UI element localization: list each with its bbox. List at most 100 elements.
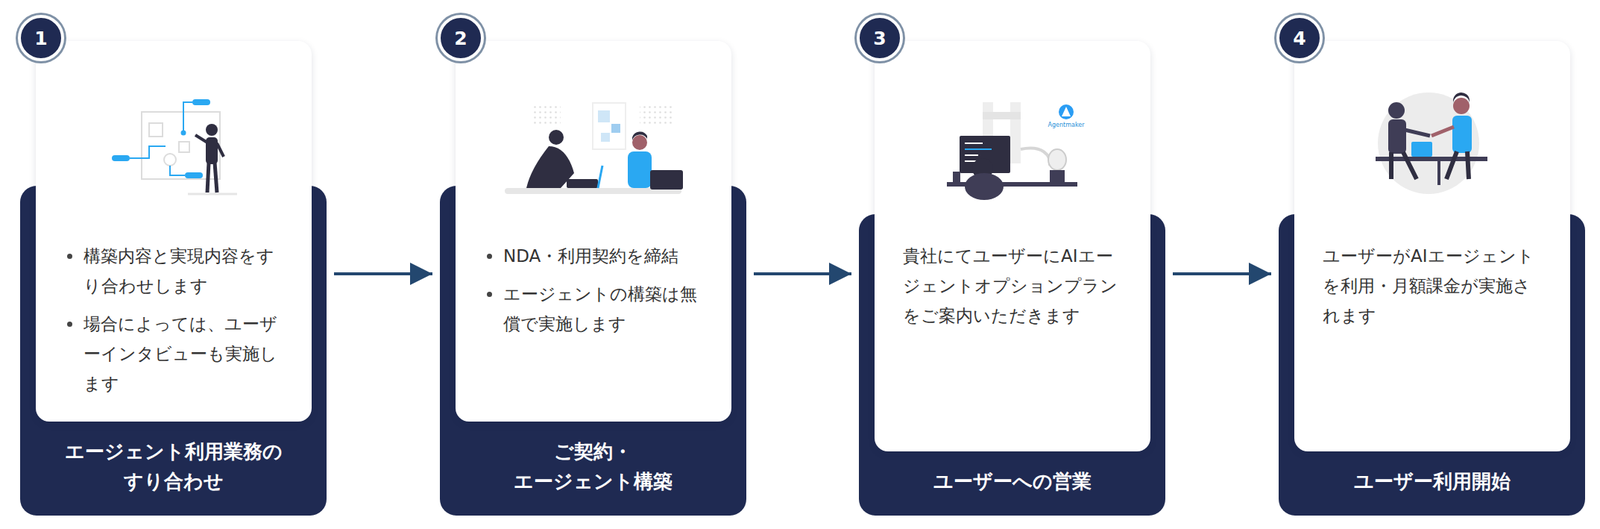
step-number: 1 xyxy=(34,29,47,48)
bullet-dot xyxy=(486,291,493,297)
sales-illustration-part xyxy=(1058,104,1074,120)
usage-illustration-part xyxy=(1446,151,1469,179)
usage-illustration-part xyxy=(1391,152,1417,179)
contract-illustration xyxy=(504,102,683,194)
card-body: 貴社にてユーザーにAIエージェントオプションプランをご案内いただきます xyxy=(874,240,1151,339)
card-text: エージェントの構築は無償で実施します xyxy=(503,284,698,334)
usage-illustration xyxy=(1375,92,1488,194)
bullet-dot xyxy=(67,321,73,327)
sales-illustration-part xyxy=(1049,169,1065,182)
sales-illustration-part xyxy=(964,148,992,150)
step-number-badge: 4 xyxy=(1276,14,1323,62)
step-panel: エージェント利用業務の すり合わせ 構築内容と実現内容をすり合わせします場合によっ… xyxy=(20,185,327,516)
step-panel: ユーザー利用開始ユーザーがAIエージェントを利用・月額課金が実施されます4 xyxy=(1278,213,1586,516)
sales-illustration-part xyxy=(972,158,994,179)
card-text: 場合によっては、ユーザーインタビューも実施します xyxy=(83,313,278,393)
contract-illustration-part xyxy=(548,129,564,145)
card-text: NDA・利用契約を締結 xyxy=(503,246,679,266)
step-number-badge: 2 xyxy=(437,14,484,62)
planning-illustration-part xyxy=(164,153,176,166)
step-title: ユーザー利用開始 xyxy=(1315,465,1548,496)
card-item: 場合によっては、ユーザーインタビューも実施します xyxy=(83,308,287,399)
planning-illustration-part xyxy=(207,162,209,193)
sales-illustration-part xyxy=(959,135,1011,173)
planning-illustration-part xyxy=(111,155,130,162)
sales-illustration-part xyxy=(982,111,1021,120)
sales-illustration-part xyxy=(964,172,1004,200)
planning-illustration-part xyxy=(149,123,163,137)
step-number: 2 xyxy=(454,29,467,48)
step-number-badge: 3 xyxy=(856,14,903,62)
planning-illustration-part xyxy=(192,99,211,106)
planning-illustration xyxy=(111,99,238,194)
planning-illustration-part xyxy=(169,165,185,176)
card-text: 貴社にてユーザーにAIエージェントオプションプランをご案内いただきます xyxy=(902,246,1118,326)
usage-illustration-part xyxy=(1404,129,1431,136)
planning-illustration-part xyxy=(141,111,220,179)
contract-illustration-part xyxy=(627,151,652,188)
step-number: 3 xyxy=(873,29,886,48)
planning-illustration-part xyxy=(184,172,203,179)
step-card: 貴社にてユーザーにAIエージェントオプションプランをご案内いただきます3 xyxy=(874,41,1151,452)
contract-illustration-part xyxy=(632,131,648,141)
planning-illustration-part xyxy=(205,123,218,136)
step-card: NDA・利用契約を締結エージェントの構築は無償で実施します2 xyxy=(455,41,732,422)
contract-illustration-part xyxy=(566,178,598,188)
step-number-badge: 1 xyxy=(17,14,65,62)
planning-illustration-part xyxy=(187,193,238,196)
contract-illustration-part xyxy=(650,169,683,190)
step-title: エージェント利用業務の すり合わせ xyxy=(57,436,290,496)
step-card: ユーザーがAIエージェントを利用・月額課金が実施されます4 xyxy=(1294,41,1571,452)
flow-arrow xyxy=(753,272,852,276)
card-item: 構築内容と実現内容をすり合わせします xyxy=(83,240,287,301)
card-body: 構築内容と実現内容をすり合わせします場合によっては、ユーザーインタビューも実施し… xyxy=(35,240,312,407)
usage-illustration-part xyxy=(1411,141,1433,157)
usage-illustration-part xyxy=(1375,156,1488,162)
contract-illustration-part xyxy=(597,110,610,123)
planning-illustration-part xyxy=(195,134,208,143)
planning-illustration-part xyxy=(216,143,224,157)
usage-illustration-part xyxy=(1453,97,1470,115)
sales-illustration-part xyxy=(946,181,1078,187)
usage-illustration-part xyxy=(1437,161,1441,185)
contract-illustration-part xyxy=(632,134,648,150)
contract-illustration-part xyxy=(611,123,621,133)
sales-illustration-part xyxy=(1020,148,1050,166)
flow-arrow xyxy=(1172,272,1272,276)
sales-illustration-part xyxy=(982,102,994,164)
sales-illustration xyxy=(946,102,1078,200)
card-item: NDA・利用契約を締結 xyxy=(503,240,707,271)
planning-illustration-part xyxy=(178,141,190,153)
bullet-dot xyxy=(486,253,493,259)
step-title: ユーザーへの営業 xyxy=(896,465,1129,496)
contract-illustration-part xyxy=(530,102,561,127)
card-item: ユーザーがAIエージェントを利用・月額課金が実施されます xyxy=(1322,240,1544,331)
card-item: エージェントの構築は無償で実施します xyxy=(503,278,707,339)
step-panel: ご契約・ エージェント構築 NDA・利用契約を締結エージェントの構築は無償で実施し… xyxy=(439,185,747,516)
contract-illustration-part xyxy=(639,102,673,127)
planning-illustration-part xyxy=(214,162,217,193)
usage-illustration-part xyxy=(1377,92,1480,194)
sales-illustration-part xyxy=(1048,149,1067,170)
sales-illustration-part xyxy=(964,160,989,162)
connector-layer xyxy=(334,273,1272,275)
sales-illustration-part xyxy=(964,154,979,156)
card-item: 貴社にてユーザーにAIエージェントオプションプランをご案内いただきます xyxy=(902,240,1124,331)
step-number: 4 xyxy=(1292,29,1306,48)
contract-illustration-part xyxy=(597,165,603,188)
step-title: ご契約・ エージェント構築 xyxy=(477,436,710,496)
usage-illustration-part xyxy=(1388,102,1405,119)
flow-arrow xyxy=(334,272,433,276)
logo-label: Agentmaker xyxy=(1048,121,1085,129)
step-panel: ユーザーへの営業 貴社にてユーザーにAIエージェントオプションプランをご案内いただ… xyxy=(858,213,1166,516)
contract-illustration-part xyxy=(504,187,682,194)
sales-illustration-part xyxy=(1061,106,1071,117)
usage-illustration-part xyxy=(1453,92,1470,105)
contract-illustration-part xyxy=(600,132,610,142)
sales-illustration-part xyxy=(952,171,961,182)
contract-illustration-part xyxy=(592,102,626,150)
bullet-dot xyxy=(67,253,73,259)
card-text: ユーザーがAIエージェントを利用・月額課金が実施されます xyxy=(1322,246,1535,326)
